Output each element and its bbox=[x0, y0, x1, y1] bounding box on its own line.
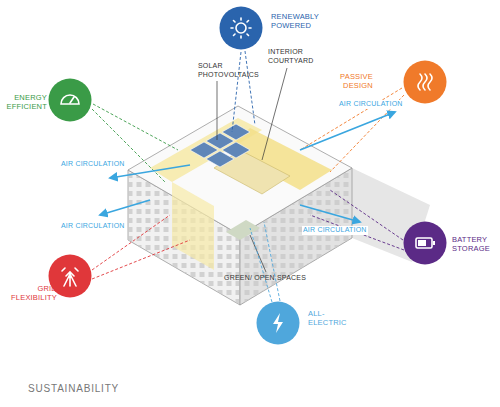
feature-circle: PASSIVE DESIGN bbox=[403, 60, 447, 104]
part-label: SOLAR PHOTOVOLTAICS bbox=[198, 62, 240, 79]
airflow-label: AIR CIRCULATION bbox=[338, 100, 404, 109]
airflow-label: AIR CIRCULATION bbox=[60, 222, 126, 231]
feature-circle: ALL-ELECTRIC bbox=[256, 301, 300, 345]
circle-icon bbox=[256, 301, 300, 345]
feature-label: BATTERY STORAGE bbox=[452, 235, 497, 253]
circle-icon bbox=[219, 6, 263, 50]
feature-circle: GRID FLEXIBILITY bbox=[48, 254, 92, 298]
part-label: GREEN/ OPEN SPACES bbox=[224, 274, 306, 283]
feature-circle: BATTERY STORAGE bbox=[403, 221, 447, 265]
airflow-label: AIR CIRCULATION bbox=[60, 160, 126, 169]
circle-icon bbox=[403, 221, 447, 265]
circle-icon bbox=[48, 78, 92, 122]
part-label: INTERIOR COURTYARD bbox=[268, 48, 310, 65]
circle-icon bbox=[403, 60, 447, 104]
feature-label: RENEWABLY POWERED bbox=[271, 12, 331, 30]
feature-label: ALL-ELECTRIC bbox=[308, 309, 348, 327]
feature-circle: ENERGY EFFICIENT bbox=[48, 78, 92, 122]
feature-label: ENERGY EFFICIENT bbox=[3, 93, 47, 111]
feature-label: PASSIVE DESIGN bbox=[323, 72, 373, 90]
airflow-label: AIR CIRCULATION bbox=[302, 226, 368, 235]
feature-circle: RENEWABLY POWERED bbox=[219, 6, 263, 50]
feature-label: GRID FLEXIBILITY bbox=[3, 284, 57, 302]
caption: SUSTAINABILITY bbox=[28, 383, 119, 394]
